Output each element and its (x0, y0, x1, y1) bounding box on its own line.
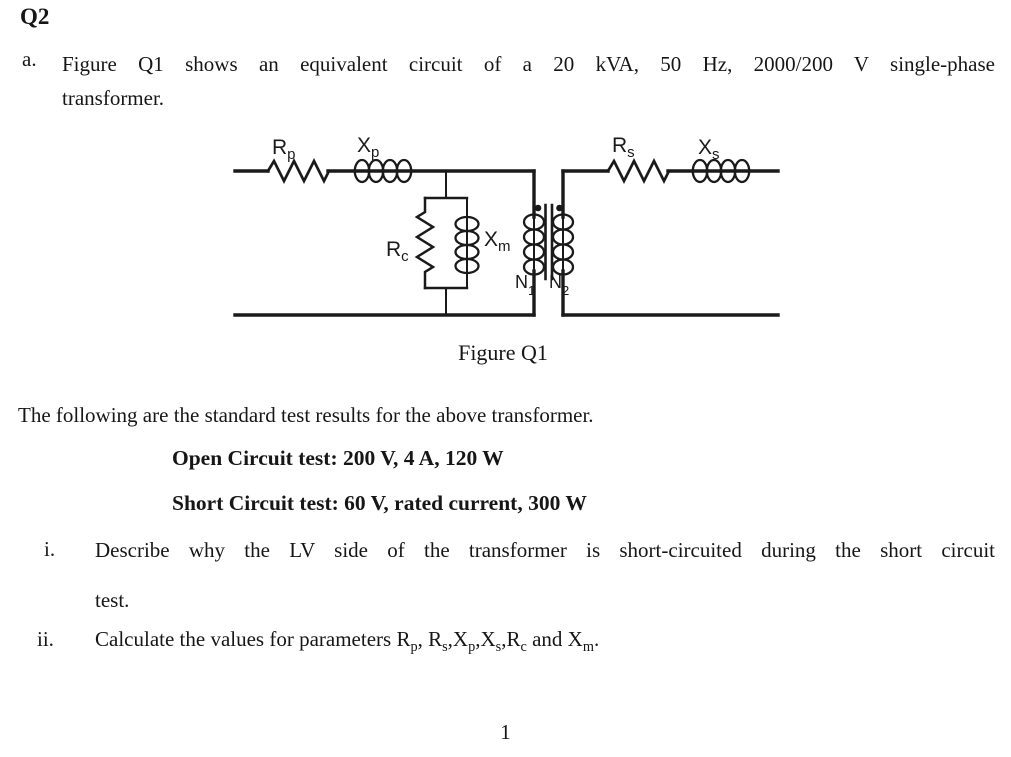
rp-label: Rp (272, 136, 296, 163)
page-title: Q2 (20, 4, 50, 29)
transformer-equivalent-circuit-diagram: Rp Xp Rs Xs Rc Xm N1 N2 (233, 134, 780, 317)
question-ii-marker: ii. (37, 627, 54, 651)
question-i-marker: i. (44, 537, 56, 561)
rp-resistor-symbol (266, 157, 331, 185)
shunt-loop-bars (423, 196, 469, 290)
short-circuit-test-result: Short Circuit test: 60 V, rated current,… (172, 491, 587, 515)
transformer-core (544, 203, 554, 281)
rc-resistor-symbol (414, 196, 436, 290)
page-number: 1 (500, 720, 511, 744)
question-ii-text: Calculate the values for parameters Rp, … (95, 627, 600, 656)
figure-caption: Figure Q1 (458, 340, 548, 365)
open-circuit-test-result: Open Circuit test: 200 V, 4 A, 120 W (172, 446, 504, 470)
question-a-line2: transformer. (62, 86, 165, 110)
secondary-polarity-dot (556, 204, 563, 212)
intro-text: The following are the standard test resu… (18, 403, 594, 427)
question-i-line2: test. (95, 588, 130, 612)
question-i-text: Describe why the LV side of the transfor… (95, 537, 995, 613)
xs-label: Xs (698, 136, 720, 163)
rs-label: Rs (612, 134, 635, 161)
xp-inductor-symbol (353, 158, 413, 184)
xm-label: Xm (484, 228, 511, 255)
primary-polarity-dot (534, 204, 542, 212)
rs-resistor-symbol (606, 157, 671, 185)
xp-label: Xp (357, 134, 379, 161)
question-i-line1: Describe why the LV side of the transfor… (95, 538, 995, 562)
question-a-text: Figure Q1 shows an equivalent circuit of… (62, 47, 995, 115)
circuit-wires (233, 169, 780, 317)
xm-inductor-symbol (454, 215, 480, 275)
question-a-marker: a. (22, 47, 37, 71)
n2-label: N2 (549, 272, 569, 298)
n1-label: N1 (515, 272, 535, 298)
rc-label: Rc (386, 238, 409, 265)
question-a-line1: Figure Q1 shows an equivalent circuit of… (62, 52, 995, 76)
primary-winding-symbol (522, 213, 546, 276)
xs-inductor-symbol (691, 158, 751, 184)
